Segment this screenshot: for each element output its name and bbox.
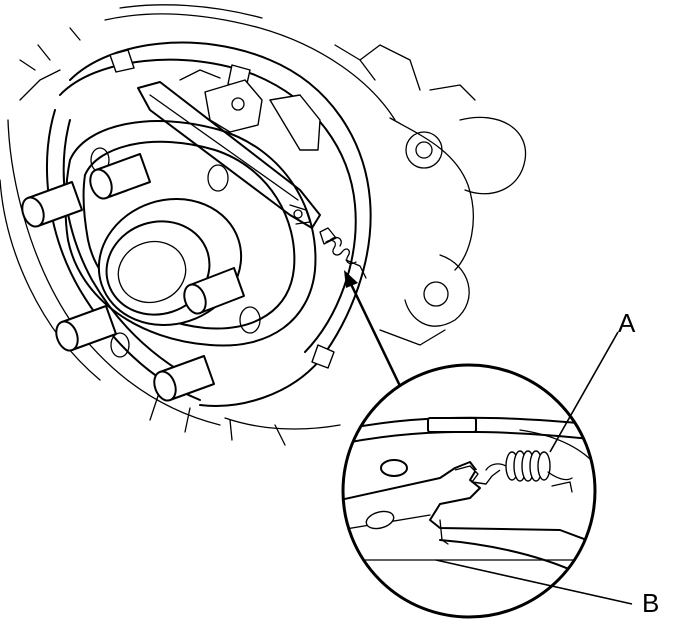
callout-a: A bbox=[549, 308, 636, 453]
wheel-studs bbox=[21, 153, 245, 402]
callout-a-label: A bbox=[618, 308, 636, 338]
backing-plate bbox=[0, 4, 527, 446]
return-spring-detail bbox=[485, 450, 573, 493]
return-spring-small bbox=[319, 227, 367, 279]
magnified-detail bbox=[341, 363, 597, 619]
callout-b-label: B bbox=[642, 588, 659, 618]
callout-b: B bbox=[435, 559, 659, 618]
detail-pointer bbox=[344, 270, 402, 387]
